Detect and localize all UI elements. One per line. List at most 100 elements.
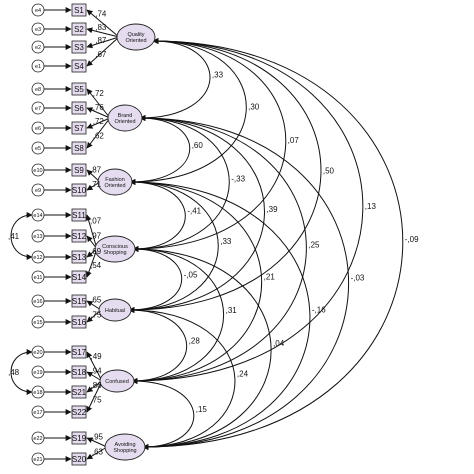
correlation-label-f-h: ,33 — [220, 237, 232, 246]
correlation-arc-f-h — [128, 179, 219, 313]
error-label-e12: e12 — [33, 255, 42, 261]
loading-path-S3 — [86, 36, 120, 49]
correlation-arc-f-cf — [129, 179, 263, 384]
correlation-label-h-cf: ,28 — [189, 337, 201, 346]
error-covariance-label-e20-e18: ,48 — [8, 368, 20, 377]
loading-path-S5 — [86, 88, 111, 119]
correlation-label-f-c: -,41 — [187, 207, 201, 216]
loading-label-S1: ,74 — [95, 10, 107, 19]
loading-path-S16 — [86, 309, 102, 323]
loading-label-S13: ,69 — [90, 247, 102, 256]
error-label-e8: e8 — [35, 87, 41, 93]
label-layer: ,33,30,07,50,13-,09,60-,33,39,25-,03-,41… — [8, 6, 419, 464]
latent-label-c-0: Conscious — [102, 244, 128, 250]
error-node-e9 — [31, 183, 45, 197]
observed-node-S12 — [71, 229, 87, 243]
error-covariance-label-e14-e12: ,41 — [8, 232, 20, 241]
loading-label-S4: ,67 — [95, 50, 107, 59]
correlation-label-q-cf: ,13 — [365, 202, 377, 211]
correlation-arc-q-b — [139, 38, 211, 121]
observed-node-S9 — [71, 163, 87, 177]
observed-label-S10: S10 — [72, 186, 87, 195]
observed-label-S8: S8 — [74, 144, 84, 153]
observed-node-S17 — [71, 345, 87, 359]
error-label-e21: e21 — [33, 457, 42, 463]
observed-node-S22 — [71, 405, 87, 419]
loading-path-S22 — [86, 380, 103, 413]
observed-label-S6: S6 — [74, 104, 84, 113]
observed-node-S6 — [71, 101, 87, 115]
error-node-e20 — [31, 345, 45, 359]
loading-path-S2 — [86, 27, 120, 38]
correlation-arc-b-cf — [131, 115, 307, 384]
loading-path-S6 — [86, 107, 111, 119]
latent-label-h-0: Habitual — [105, 308, 125, 314]
correlation-arc-c-h — [128, 246, 183, 313]
loading-label-S8: ,62 — [93, 132, 105, 141]
loading-label-S15: ,65 — [90, 296, 102, 305]
observed-label-S1: S1 — [74, 6, 84, 15]
correlation-label-b-cf: ,25 — [308, 241, 320, 250]
error-label-e4: e4 — [35, 8, 41, 14]
observed-label-S12: S12 — [72, 232, 87, 241]
latent-label-a-0: Avoiding — [115, 442, 136, 448]
observed-node-S8 — [71, 141, 87, 155]
loading-path-S17 — [86, 351, 103, 382]
latent-node-h — [98, 298, 132, 322]
observed-node-S1 — [71, 3, 87, 17]
loading-label-S18: ,94 — [90, 367, 102, 376]
observed-node-S20 — [71, 452, 87, 466]
error-label-e5: e5 — [35, 146, 41, 152]
observed-node-S5 — [71, 82, 87, 96]
loading-path-S15 — [86, 300, 102, 311]
error-node-e6 — [31, 121, 45, 135]
correlation-label-b-f: ,60 — [192, 141, 204, 150]
correlation-label-q-a: -,09 — [405, 235, 419, 244]
correlation-label-q-c: ,07 — [288, 136, 300, 145]
observed-node-S7 — [71, 121, 87, 135]
correlation-label-f-cf: ,21 — [264, 273, 276, 282]
loading-label-S11: ,07 — [90, 217, 102, 226]
error-label-e22: e22 — [33, 436, 42, 442]
latent-label-a-1: Shopping — [113, 448, 136, 454]
observed-node-S16 — [71, 315, 87, 329]
error-node-e12 — [31, 250, 45, 264]
error-node-e4 — [31, 3, 45, 17]
latent-label-q-1: Oriented — [125, 38, 146, 44]
error-label-e2: e2 — [35, 45, 41, 51]
observed-label-S18: S18 — [72, 368, 87, 377]
correlation-arc-f-c — [129, 179, 186, 252]
correlation-label-cf-a: ,15 — [196, 405, 208, 414]
latent-correlation-layer — [128, 38, 404, 450]
error-label-e16: e16 — [33, 299, 42, 305]
observed-node-S3 — [71, 40, 87, 54]
error-node-e19 — [31, 365, 45, 379]
observed-node-S14 — [71, 270, 87, 284]
loading-label-S9: ,87 — [90, 165, 102, 174]
observed-label-S11: S11 — [72, 211, 86, 220]
observed-label-S13: S13 — [72, 253, 87, 262]
error-label-e20: e20 — [33, 350, 42, 356]
loading-path-S19 — [86, 437, 108, 448]
observed-label-S21: S21 — [72, 388, 87, 397]
latent-label-cf-0: Confused — [105, 379, 129, 385]
observed-label-S14: S14 — [72, 273, 87, 282]
loading-path-S7 — [86, 117, 111, 129]
error-node-e13 — [31, 229, 45, 243]
correlation-label-f-a: -,16 — [312, 306, 326, 315]
error-node-e17 — [31, 405, 45, 419]
correlation-label-b-a: -,03 — [351, 274, 365, 283]
error-label-e10: e10 — [33, 168, 42, 174]
error-node-e18 — [31, 385, 45, 399]
correlation-label-q-h: ,50 — [323, 167, 335, 176]
correlation-arc-q-f — [129, 38, 247, 185]
loading-label-S14: ,54 — [90, 261, 102, 270]
error-label-e18: e18 — [33, 390, 42, 396]
observed-label-S19: S19 — [72, 434, 87, 443]
correlation-arc-q-c — [132, 38, 287, 252]
observed-node-S15 — [71, 294, 87, 308]
observed-label-S20: S20 — [72, 455, 87, 464]
latent-label-f-1: Oriented — [104, 183, 125, 189]
loading-path-S8 — [86, 117, 111, 149]
